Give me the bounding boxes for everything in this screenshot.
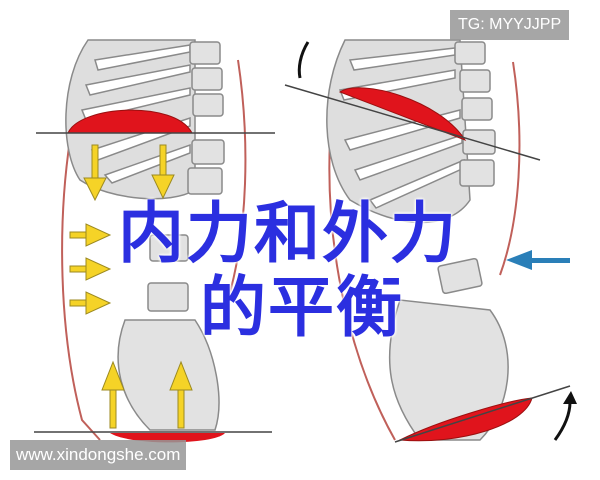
right-arrow-icon xyxy=(69,257,112,281)
down-arrow-icon xyxy=(151,144,175,200)
title-line-1: 内力和外力 xyxy=(118,195,458,272)
rotation-arrow-top-icon xyxy=(297,41,310,79)
right-panel xyxy=(284,39,577,443)
down-arrow-icon xyxy=(83,144,107,202)
left-arrow-icon xyxy=(506,250,570,270)
right-arrow-icon xyxy=(69,223,112,247)
up-arrow-icon xyxy=(101,360,125,429)
up-arrow-icon xyxy=(169,360,193,429)
watermark-website: www.xindongshe.com xyxy=(10,440,187,470)
rotation-arrow-bottom-icon xyxy=(553,391,577,441)
right-arrow-icon xyxy=(69,291,112,315)
watermark-telegram: TG: MYYJJPP xyxy=(450,10,570,40)
title-line-2: 的平衡 xyxy=(200,269,404,346)
left-panel xyxy=(34,39,275,443)
